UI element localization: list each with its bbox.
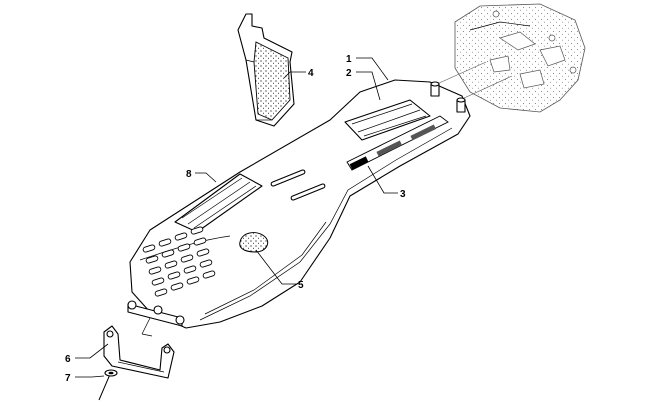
callout-6: 6	[65, 354, 71, 365]
callout-3: 3	[400, 189, 406, 200]
tow-bracket	[103, 325, 175, 379]
leader-lines	[75, 57, 398, 378]
vent-slot	[148, 266, 162, 275]
vent-slot	[161, 249, 175, 258]
vent-slot	[196, 248, 210, 257]
rear-decal	[344, 99, 431, 141]
mounting-posts	[430, 81, 466, 113]
vent-slot	[151, 277, 165, 286]
fastener-bolt	[98, 369, 118, 401]
stone-guard	[237, 13, 295, 127]
warning-decal-strip	[346, 115, 449, 171]
chassis-section-illustration	[436, 3, 586, 113]
callout-1: 1	[346, 54, 352, 65]
front-hinge	[127, 300, 185, 337]
vent-slot	[202, 270, 216, 279]
callout-8: 8	[186, 169, 192, 180]
vent-slot	[158, 238, 172, 247]
vent-slot	[164, 260, 178, 269]
vent-slot	[142, 244, 156, 253]
vent-slot	[190, 226, 204, 235]
center-slots	[270, 169, 326, 201]
vent-slots	[142, 226, 216, 297]
callout-5: 5	[298, 280, 304, 291]
vent-slot	[186, 276, 200, 285]
callout-7: 7	[65, 373, 71, 384]
callout-labels: 1 2 3 4 5 6 7 8	[65, 54, 406, 384]
front-decal	[174, 173, 263, 233]
vent-slot	[167, 271, 181, 280]
vent-slot	[183, 265, 197, 274]
vent-slot	[193, 237, 207, 246]
vent-slot	[199, 259, 213, 268]
vent-slot	[170, 282, 184, 291]
vent-slot	[145, 255, 159, 264]
callout-4: 4	[308, 68, 314, 79]
callout-2: 2	[346, 68, 352, 79]
foam-pad	[239, 232, 269, 253]
vent-slot	[174, 232, 188, 241]
vent-slot	[154, 288, 168, 297]
vent-slot	[177, 243, 191, 252]
vent-slot	[180, 254, 194, 263]
skid-plate	[129, 79, 471, 329]
